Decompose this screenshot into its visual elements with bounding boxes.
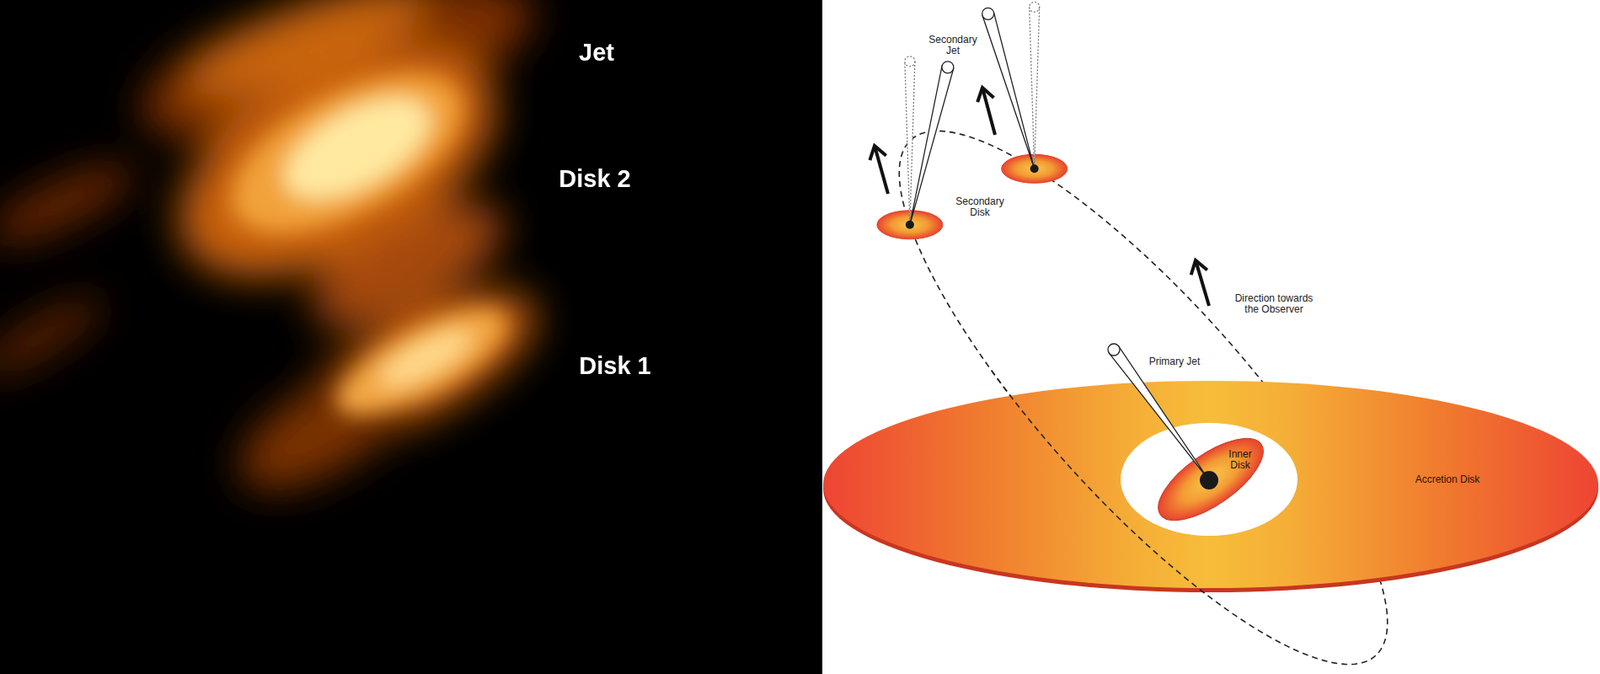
secondary-hole <box>905 220 915 230</box>
secondary-jet <box>982 11 1035 169</box>
disk-hole <box>1120 422 1298 536</box>
label-box: Disk 1 <box>578 353 651 380</box>
arrow-head <box>869 145 886 161</box>
node-label: Inner Disk <box>1223 449 1258 471</box>
disk2-core <box>268 77 446 220</box>
node-label-box: Inner Disk <box>1223 449 1258 471</box>
diagram-background <box>822 0 1600 674</box>
image-label: Jet <box>578 39 615 67</box>
label-box: Secondary Disk <box>952 196 1007 219</box>
component-label: Primary Jet <box>1149 356 1201 368</box>
label-box: Secondary Jet <box>925 34 980 57</box>
disk1-bright <box>322 289 520 435</box>
arrow-head <box>1191 260 1208 275</box>
secondary-jet-previous <box>1029 6 1040 169</box>
arrow-head <box>977 87 994 102</box>
primary-black-hole <box>1199 470 1219 490</box>
primary-jet-end <box>1107 343 1120 356</box>
accretion-disk: Inner DiskAccretion Disk <box>823 380 1599 594</box>
image-background <box>0 0 823 674</box>
disk2-bright <box>208 42 487 265</box>
label-box: Direction towards the Observer <box>1226 293 1322 316</box>
component-label: Secondary Disk <box>952 196 1007 219</box>
secondary-jet-previous-end <box>904 56 916 67</box>
streak <box>0 149 144 257</box>
inner-disk-shape <box>1145 423 1276 536</box>
component-label: Secondary Jet <box>925 34 980 57</box>
streak <box>0 284 113 389</box>
secondary-jet <box>909 65 954 225</box>
observer-arrows <box>869 87 1210 306</box>
inner-disk: Inner Disk <box>1158 438 1263 521</box>
disk-surface <box>823 380 1599 589</box>
radio-image <box>0 0 557 514</box>
label-box: Disk 2 <box>558 165 631 193</box>
image-label: Disk 1 <box>578 353 651 380</box>
secondary-jet-previous <box>904 61 916 225</box>
secondary-jet-end <box>982 7 995 20</box>
primary-jet <box>1108 346 1210 481</box>
node-label: Accretion Disk <box>1415 474 1481 486</box>
secondary-jet-end <box>941 61 954 74</box>
image-label: Disk 2 <box>558 165 631 193</box>
label-box: Primary Jet <box>1149 356 1201 368</box>
secondary-jet-previous-end <box>1029 1 1040 12</box>
label-box: Jet <box>578 39 615 67</box>
secondary-hole <box>1030 164 1039 173</box>
orbit-front <box>898 370 1231 594</box>
direction-label: Direction towards the Observer <box>1226 293 1322 316</box>
disk1-core <box>373 319 479 397</box>
node-label-box: Accretion Disk <box>1415 474 1481 486</box>
